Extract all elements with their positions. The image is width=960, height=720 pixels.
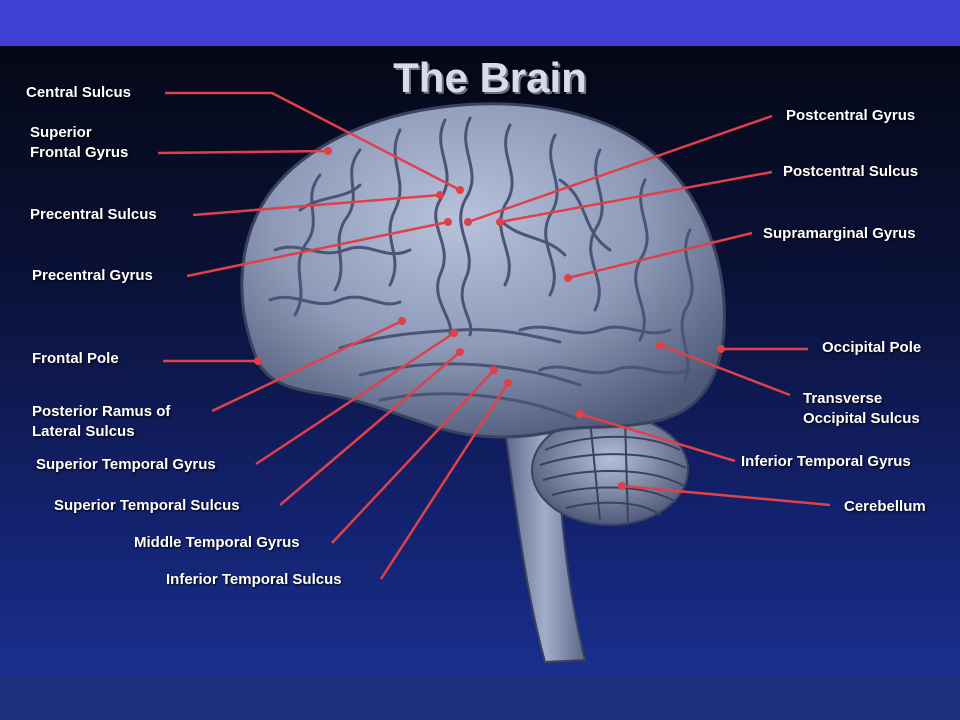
label-central-sulcus: Central Sulcus	[26, 84, 132, 101]
label-cerebellum: Cerebellum	[844, 498, 926, 515]
label-line: Posterior Ramus of	[32, 403, 171, 420]
bottom-bar	[0, 676, 960, 720]
leader-inferior-temporal-gyrus	[579, 412, 736, 463]
leader-precentral-sulcus	[192, 193, 441, 217]
leader-superior-frontal-gyrus	[157, 149, 329, 155]
leader-supramarginal-gyrus	[567, 231, 753, 280]
label-precentral-gyrus: Precentral Gyrus	[32, 267, 153, 284]
label-superior-frontal-gyrus: Superior Frontal Gyrus	[30, 123, 128, 163]
label-line: Frontal Gyrus	[30, 144, 129, 161]
label-precentral-sulcus: Precentral Sulcus	[30, 206, 157, 223]
top-bar	[0, 0, 960, 46]
leader-lines	[157, 91, 831, 580]
label-inferior-temporal-gyrus: Inferior Temporal Gyrus	[741, 453, 911, 470]
leader-superior-temporal-sulcus	[279, 351, 461, 506]
label-frontal-pole: Frontal Pole	[32, 350, 119, 367]
label-line: Lateral Sulcus	[32, 423, 135, 440]
label-supramarginal-gyrus: Supramarginal Gyrus	[763, 225, 916, 242]
cerebrum-shape	[240, 102, 726, 439]
label-line: Transverse	[803, 390, 883, 407]
label-line: Occipital Sulcus	[803, 410, 920, 427]
label-superior-temporal-sulcus: Superior Temporal Sulcus	[54, 497, 240, 514]
leader-precentral-gyrus	[186, 220, 449, 278]
label-inferior-temporal-sulcus: Inferior Temporal Sulcus	[166, 571, 342, 588]
label-superior-temporal-gyrus: Superior Temporal Gyrus	[36, 456, 216, 473]
leader-superior-temporal-gyrus	[255, 331, 455, 466]
leader-central-sulcus	[165, 91, 461, 192]
leader-posterior-ramus	[211, 319, 403, 413]
label-middle-temporal-gyrus: Middle Temporal Gyrus	[134, 534, 300, 551]
label-transverse-occipital-sulcus: Transverse Occipital Sulcus	[803, 389, 920, 429]
leader-middle-temporal-gyrus	[331, 369, 495, 544]
leader-dots	[254, 147, 725, 490]
leader-cerebellum	[621, 484, 831, 507]
leader-postcentral-gyrus	[467, 114, 773, 224]
leader-postcentral-sulcus	[499, 170, 773, 224]
label-occipital-pole: Occipital Pole	[822, 339, 922, 356]
label-posterior-ramus-of-lateral-sulcus: Posterior Ramus of Lateral Sulcus	[32, 402, 170, 442]
label-postcentral-gyrus: Postcentral Gyrus	[786, 107, 916, 124]
label-postcentral-sulcus: Postcentral Sulcus	[783, 163, 919, 180]
leader-inferior-temporal-sulcus	[379, 382, 510, 580]
label-line: Superior	[30, 124, 92, 141]
cerebellum-folia	[539, 417, 687, 523]
diagram-title: The Brain	[393, 54, 587, 101]
leader-transverse-occipital-sulcus	[659, 343, 791, 397]
